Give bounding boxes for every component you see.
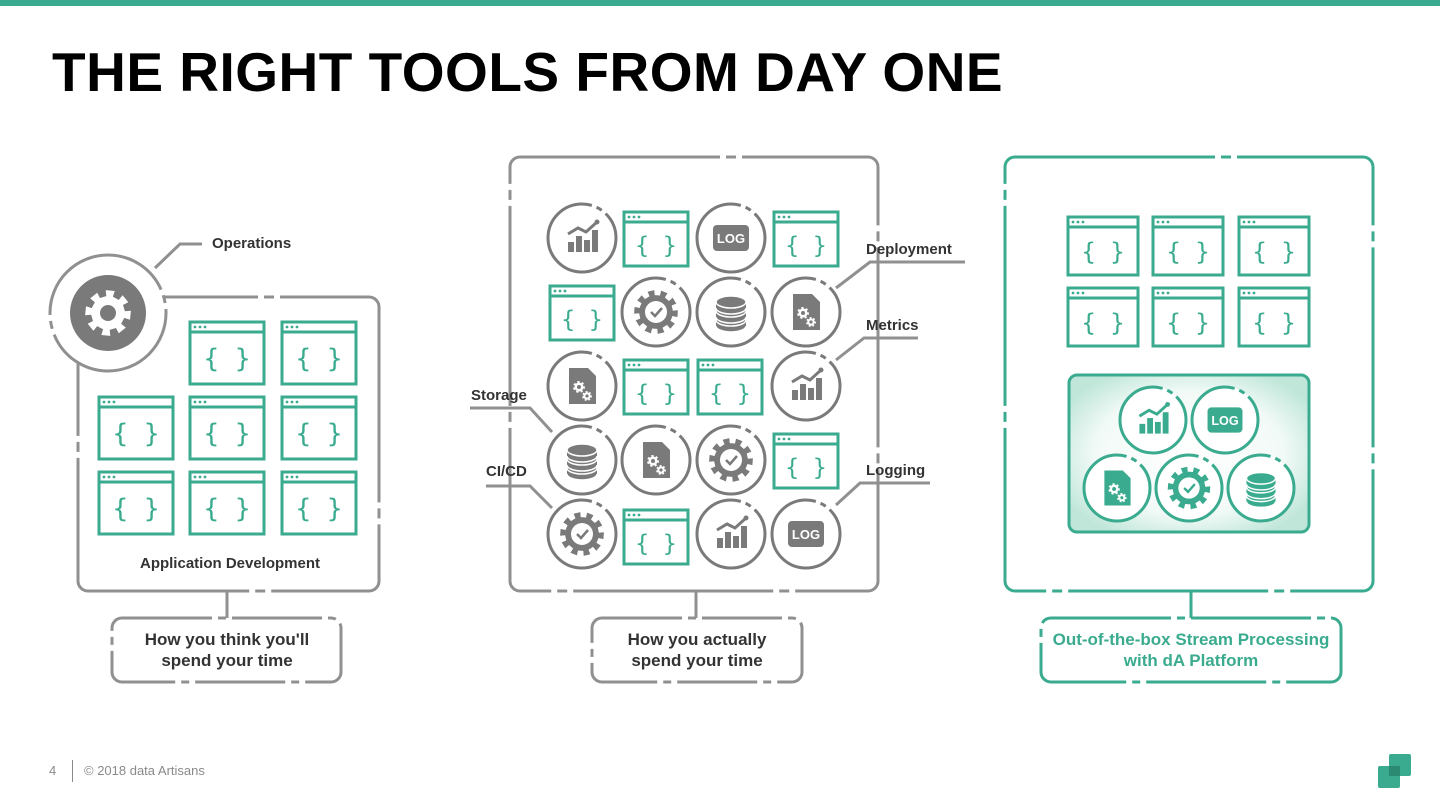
right-caption-line2: with dA Platform <box>1123 651 1258 670</box>
right-caption-line1: Out-of-the-box Stream Processing <box>1053 630 1330 649</box>
cicd-gear-check-icon <box>695 424 767 496</box>
panel-middle: { } LOG { } { } { } { } { } { } LOG Deployment M… <box>470 155 965 684</box>
cicd-gear-check-icon <box>620 276 692 348</box>
logging-label: Logging <box>866 462 925 479</box>
panel-left: Operations { } { } { } { } { } { } { } { } Appl… <box>48 235 381 684</box>
svg-text:{ }: { } <box>113 494 160 524</box>
code-window-icon: { } <box>188 395 266 461</box>
svg-text:{ }: { } <box>1252 238 1295 266</box>
metrics-chart-icon <box>546 202 618 274</box>
code-window-icon: { } <box>1237 286 1311 348</box>
footer-divider <box>72 760 73 782</box>
panel-right: { } { } { } { } { } { } LOG Out-of-the-box St… <box>1003 155 1375 684</box>
log-icon: LOG <box>1190 385 1260 455</box>
code-window-icon: { } <box>622 508 690 566</box>
svg-text:{ }: { } <box>296 419 343 449</box>
code-window-icon: { } <box>1151 286 1225 348</box>
code-window-icon: { } <box>97 395 175 461</box>
code-window-icon: { } <box>188 470 266 536</box>
svg-text:{ }: { } <box>635 233 677 259</box>
database-icon <box>695 276 767 348</box>
metrics-chart-icon <box>695 498 767 570</box>
middle-caption-line1: How you actually <box>628 630 767 649</box>
svg-text:{ }: { } <box>296 494 343 524</box>
svg-text:{ }: { } <box>561 307 603 333</box>
cicd-gear-check-icon <box>546 498 618 570</box>
left-caption-line1: How you think you'll <box>145 630 310 649</box>
svg-text:{ }: { } <box>1166 309 1209 337</box>
svg-text:{ }: { } <box>296 344 343 374</box>
code-window-icon: { } <box>622 358 690 416</box>
svg-text:{ }: { } <box>113 419 160 449</box>
code-window-icon: { } <box>1066 286 1140 348</box>
database-icon <box>1226 453 1296 523</box>
code-window-icon: { } <box>280 470 358 536</box>
code-window-icon: { } <box>772 210 840 268</box>
svg-text:{ }: { } <box>635 531 677 557</box>
code-window-icon: { } <box>280 395 358 461</box>
metrics-chart-icon <box>1118 385 1188 455</box>
code-window-icon: { } <box>772 432 840 490</box>
top-accent-bar <box>0 0 1440 6</box>
code-window-icon: { } <box>1066 215 1140 277</box>
database-icon <box>546 424 618 496</box>
svg-text:{ }: { } <box>1081 309 1124 337</box>
code-window-icon: { } <box>622 210 690 268</box>
svg-text:{ }: { } <box>785 455 827 481</box>
svg-text:{ }: { } <box>1081 238 1124 266</box>
page-number: 4 <box>49 763 57 778</box>
cicd-label: CI/CD <box>486 463 527 480</box>
svg-text:{ }: { } <box>204 344 251 374</box>
code-window-icon: { } <box>696 358 764 416</box>
slide-title: THE RIGHT TOOLS FROM DAY ONE <box>52 41 1004 103</box>
cicd-gear-check-icon <box>1154 453 1224 523</box>
svg-text:{ }: { } <box>709 381 751 407</box>
svg-text:{ }: { } <box>204 494 251 524</box>
code-window-icon: { } <box>1151 215 1225 277</box>
operations-gear-icon <box>70 275 146 351</box>
svg-text:{ }: { } <box>204 419 251 449</box>
svg-text:{ }: { } <box>1166 238 1209 266</box>
deployment-doc-gear-icon <box>620 424 692 496</box>
code-window-icon: { } <box>548 284 616 342</box>
deployment-doc-gear-icon <box>1082 453 1152 523</box>
code-window-icon: { } <box>97 470 175 536</box>
middle-caption-line2: spend your time <box>631 651 762 670</box>
svg-text:LOG: LOG <box>1211 414 1239 428</box>
log-icon: LOG <box>770 498 842 570</box>
storage-label: Storage <box>471 387 527 404</box>
deployment-label: Deployment <box>866 241 952 258</box>
code-window-icon: { } <box>1237 215 1311 277</box>
deployment-doc-gear-icon <box>770 276 842 348</box>
deployment-doc-gear-icon <box>546 350 618 422</box>
application-development-label: Application Development <box>140 555 320 572</box>
copyright: © 2018 data Artisans <box>84 763 205 778</box>
svg-text:LOG: LOG <box>792 527 820 542</box>
svg-text:{ }: { } <box>635 381 677 407</box>
svg-text:{ }: { } <box>1252 309 1295 337</box>
svg-text:LOG: LOG <box>717 231 745 246</box>
metrics-chart-icon <box>770 350 842 422</box>
left-caption-line2: spend your time <box>161 651 292 670</box>
operations-label: Operations <box>212 235 291 252</box>
data-artisans-logo-icon <box>1378 754 1411 788</box>
metrics-label: Metrics <box>866 317 919 334</box>
svg-text:{ }: { } <box>785 233 827 259</box>
log-icon: LOG <box>695 202 767 274</box>
code-window-icon: { } <box>188 320 266 386</box>
code-window-icon: { } <box>280 320 358 386</box>
